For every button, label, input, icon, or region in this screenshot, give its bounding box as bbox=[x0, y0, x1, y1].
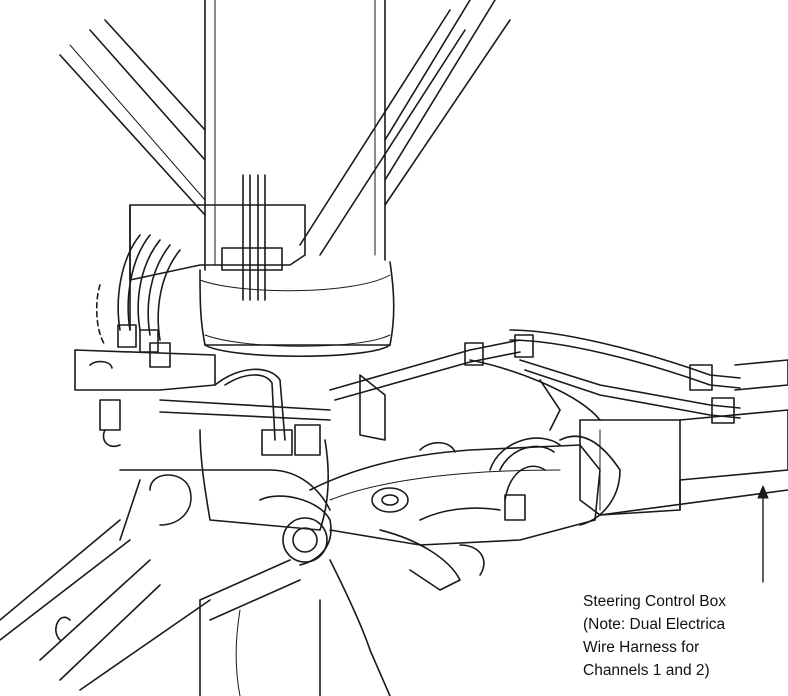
steering-control-box-callout: Steering Control Box (Note: Dual Electri… bbox=[583, 590, 788, 682]
upper-strut bbox=[204, 0, 386, 271]
strut-collar bbox=[199, 261, 395, 358]
hose-run-center bbox=[159, 334, 534, 456]
hose-run-right bbox=[509, 329, 788, 424]
axle-arm bbox=[0, 519, 211, 691]
right-drag-brace bbox=[299, 0, 511, 256]
upper-bracket bbox=[129, 174, 306, 331]
torque-link-lower bbox=[119, 469, 485, 621]
lower-housing bbox=[199, 429, 601, 546]
callout-line-3: Wire Harness for bbox=[583, 639, 700, 656]
callout-line-2: (Note: Dual Electrica bbox=[583, 616, 726, 633]
callout-line-4: Channels 1 and 2) bbox=[583, 662, 710, 679]
callout-leader-arrow bbox=[757, 485, 769, 583]
steering-bracket bbox=[74, 349, 216, 448]
callout-line-1: Steering Control Box bbox=[583, 593, 727, 610]
hydraulic-hoses-left bbox=[95, 234, 181, 368]
frame-right bbox=[419, 359, 601, 453]
steering-control-box bbox=[579, 409, 788, 516]
lower-strut bbox=[199, 559, 391, 696]
left-drag-brace bbox=[59, 19, 206, 216]
steering-collar bbox=[489, 435, 621, 526]
